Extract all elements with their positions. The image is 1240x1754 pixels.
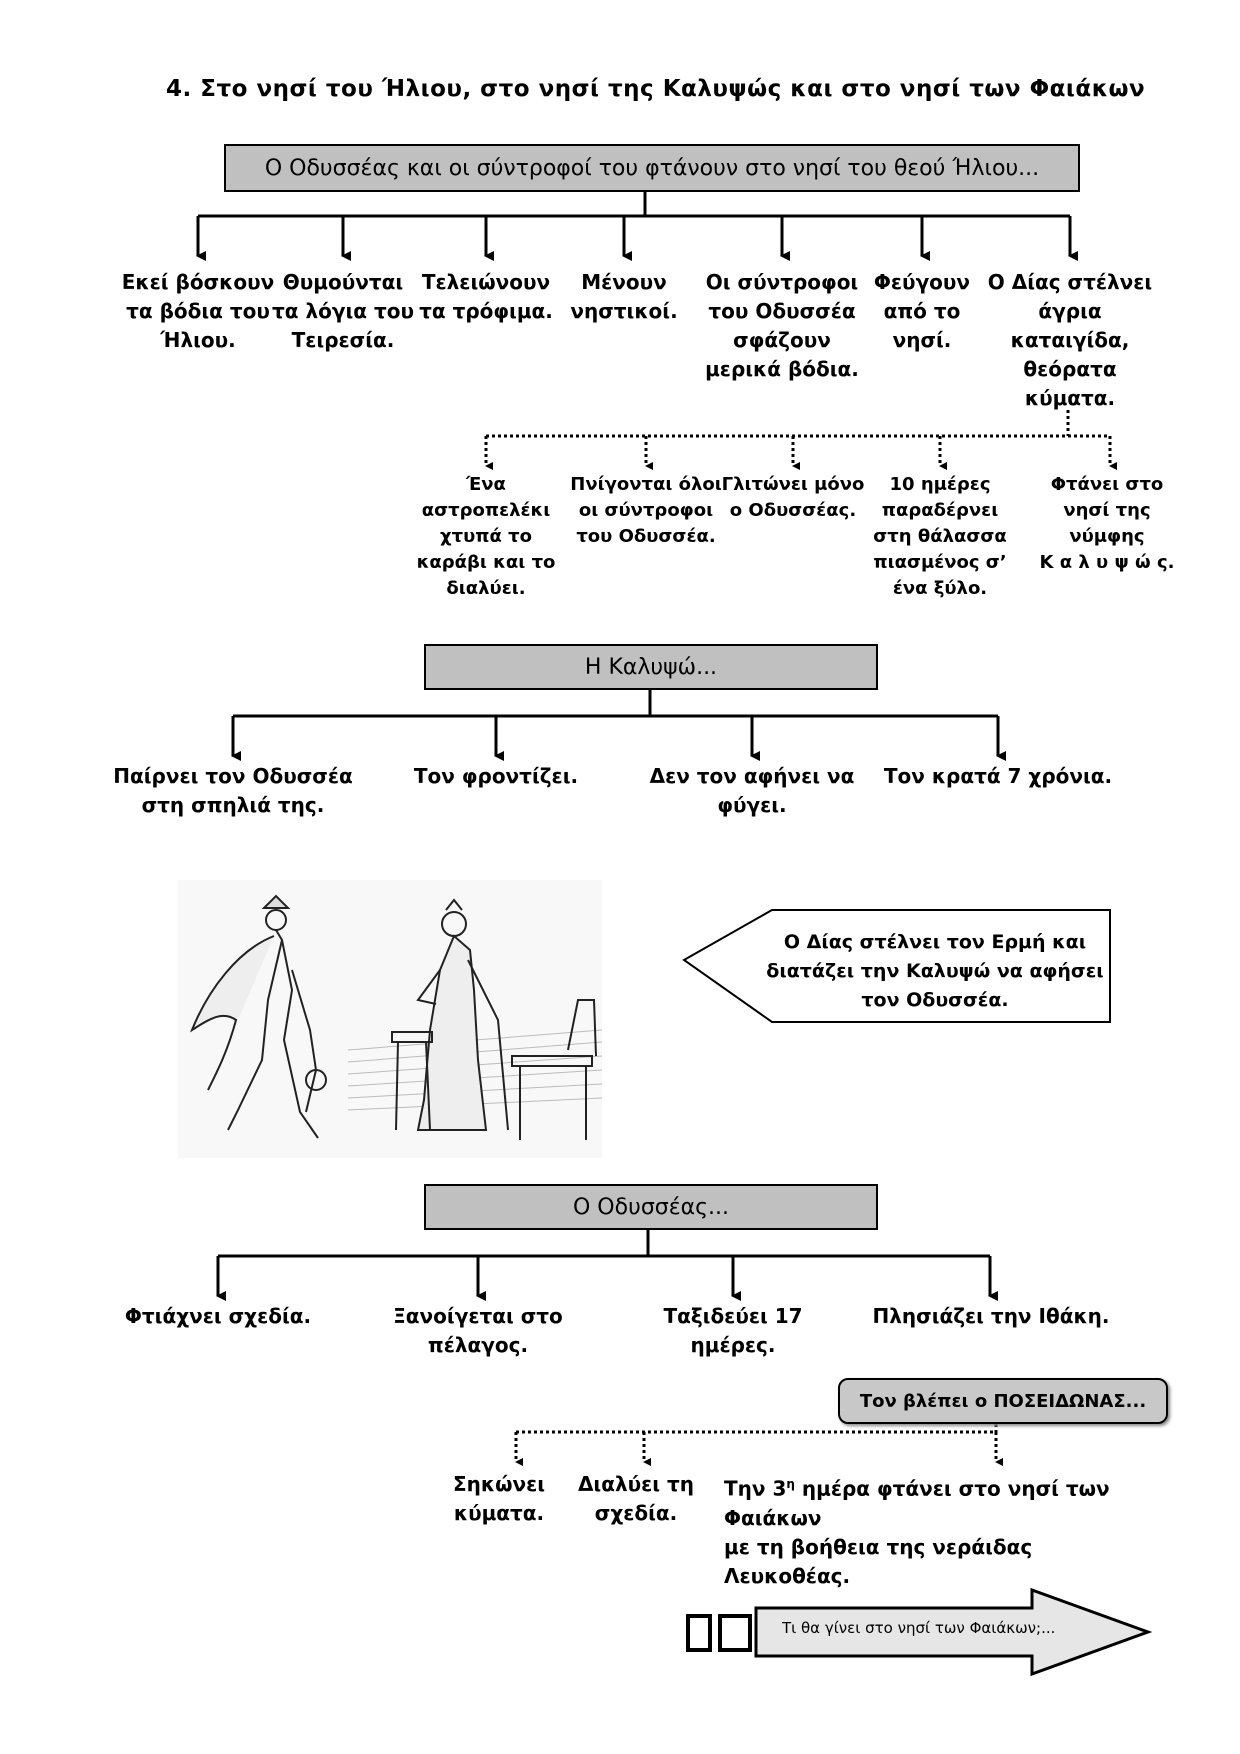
section1-item: Εκεί βόσκουν τα βόδια του Ήλιου. (121, 270, 275, 352)
section3-item: Ξανοίγεται στο πέλαγος. (393, 1304, 563, 1357)
section1-subitem: Ένα αστροπελέκι χτυπά το καράβι και το δ… (416, 474, 556, 599)
poseidon-text: Τον βλέπει ο ΠΟΣΕΙΔΩΝΑΣ... (859, 1390, 1147, 1412)
section1-item: Φεύγουν από το νησί. (873, 270, 971, 352)
illustration-drawing (189, 894, 603, 1140)
section1-subitem: Φτάνει στο νησί της νύμφης Κ α λ υ ψ ώ ς… (1039, 474, 1175, 573)
section1-subitem: Πνίγονται όλοι οι σύντροφοι του Οδυσσέα. (570, 474, 722, 547)
page-title: 4. Στο νησί του Ήλιου, στο νησί της Καλυ… (166, 76, 1146, 102)
section2-item: Τον φροντίζει. (413, 764, 579, 788)
section1-header-box: Ο Οδυσσέας και οι σύντροφοί του φτάνουν … (224, 144, 1080, 192)
section1-item: Θυμούνται τα λόγια του Τειρεσία. (272, 270, 414, 352)
section3-item: Ταξιδεύει 17 ημέρες. (663, 1304, 803, 1357)
section1-subitem: Γλιτώνει μόνο ο Οδυσσέας. (721, 474, 865, 521)
final-superscript: η (786, 1477, 795, 1491)
section2-item: Δεν τον αφήνει να φύγει. (649, 764, 855, 817)
section3-item: Πλησιάζει την Ιθάκη. (872, 1304, 1110, 1328)
answer-box (686, 1614, 712, 1652)
callout-text: Ο Δίας στέλνει τον Ερμή και διατάζει την… (766, 931, 1104, 1011)
answer-box (718, 1614, 752, 1652)
section3-subitem: Σηκώνει κύματα. (452, 1472, 546, 1525)
section1-tree (196, 192, 1078, 261)
hermes-calypso-illustration (178, 880, 603, 1158)
section3-header: Ο Οδυσσέας... (573, 1194, 729, 1220)
section3-tree (216, 1228, 998, 1301)
section1-item: Ο Δίας στέλνει άγρια καταιγίδα, θεόρατα … (987, 270, 1153, 410)
section1-item: Μένουν νηστικοί. (570, 270, 678, 323)
section2-header: Η Καλυψώ... (584, 654, 718, 680)
section2-item: Παίρνει τον Οδυσσέα στη σπηλιά της. (113, 764, 353, 817)
final-text-start: Την 3 (724, 1476, 787, 1501)
section1-item: Οι σύντροφοι του Οδυσσέα σφάζουν μερικά … (705, 270, 859, 381)
section2-tree (231, 688, 1006, 761)
section3-subtree (514, 1424, 1003, 1466)
section1-item: Τελειώνουν τα τρόφιμα. (419, 270, 553, 323)
section3-header-box: Ο Οδυσσέας... (424, 1184, 878, 1230)
next-arrow-shape (754, 1587, 1153, 1677)
section1-subtree (484, 410, 1117, 470)
section3-item: Φτιάχνει σχεδία. (124, 1304, 312, 1328)
section3-final: Την 3η ημέρα φτάνει στο νησί των Φαιάκων… (724, 1470, 1154, 1591)
section2-header-box: Η Καλυψώ... (424, 644, 878, 690)
section1-header: Ο Οδυσσέας και οι σύντροφοί του φτάνουν … (264, 155, 1040, 181)
section2-item: Τον κρατά 7 χρόνια. (883, 764, 1113, 788)
section3-subitem: Διαλύει τη σχεδία. (577, 1472, 695, 1525)
callout-shape (682, 909, 1111, 1023)
poseidon-box: Τον βλέπει ο ΠΟΣΕΙΔΩΝΑΣ... (838, 1378, 1168, 1424)
final-text-end: ημέρα φτάνει στο νησί των Φαιάκων με τη … (724, 1476, 1110, 1588)
section1-subitem: 10 ημέρες παραδέρνει στη θάλασσα πιασμέν… (873, 474, 1007, 599)
next-arrow-text: Τι θα γίνει στο νησί των Φαιάκων;... (782, 1619, 1056, 1637)
